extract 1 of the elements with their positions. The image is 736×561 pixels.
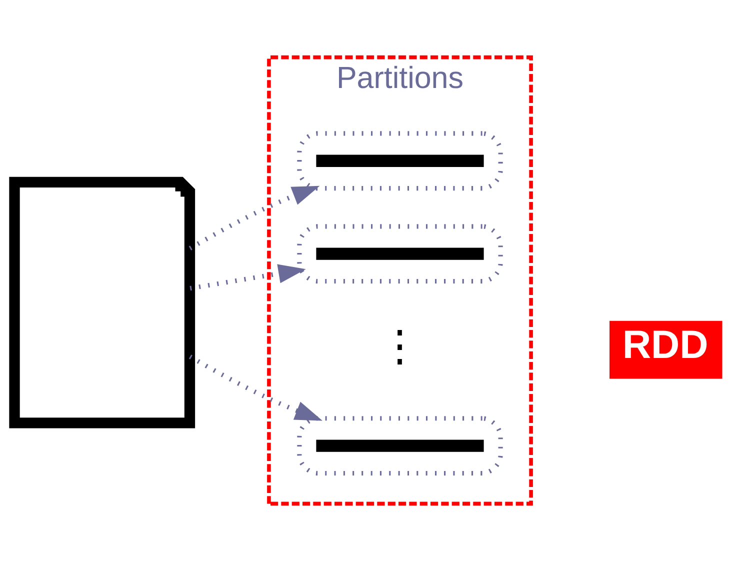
label: ⋮ [378, 322, 422, 370]
